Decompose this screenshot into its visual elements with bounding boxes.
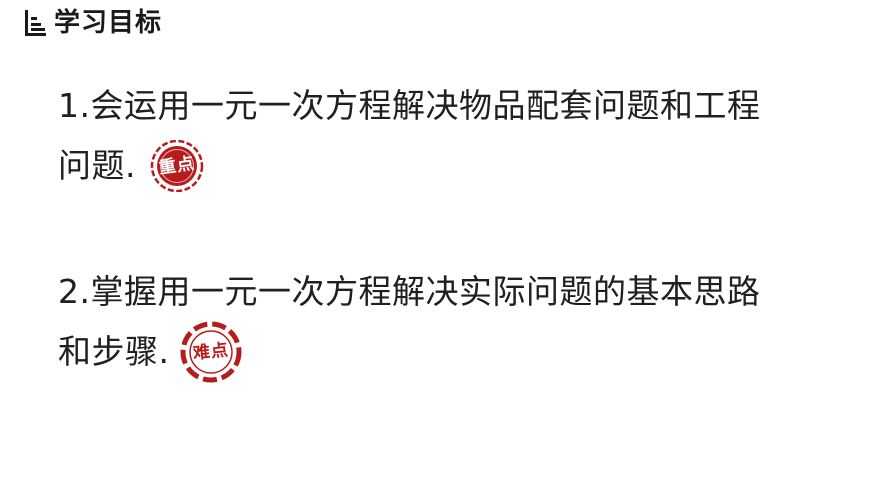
objective-1-line-1: 1.会运用一元一次方程解决物品配套问题和工程 — [58, 86, 761, 125]
objective-2-line-2-text: 和步骤. — [58, 332, 170, 371]
objective-2-line-1: 2.掌握用一元一次方程解决实际问题的基本思路 — [58, 272, 761, 311]
objective-2-line-2: 和步骤. 难点 — [58, 321, 798, 383]
difficult-point-label: 难点 — [191, 340, 230, 364]
objective-1-line-2: 问题. 重点 — [58, 136, 798, 196]
objective-2: 2.掌握用一元一次方程解决实际问题的基本思路 和步骤. 难点 — [58, 262, 798, 383]
objective-1-line-2-text: 问题. — [58, 146, 136, 185]
key-point-stamp: 重点 — [144, 140, 210, 192]
section-header: 学习目标 — [22, 8, 162, 38]
page-title: 学习目标 — [54, 8, 163, 38]
difficult-point-stamp: 难点 — [178, 321, 244, 383]
bar-levels-icon — [25, 10, 46, 36]
key-point-label: 重点 — [157, 153, 197, 179]
objective-1: 1.会运用一元一次方程解决物品配套问题和工程 问题. 重点 — [58, 76, 798, 196]
